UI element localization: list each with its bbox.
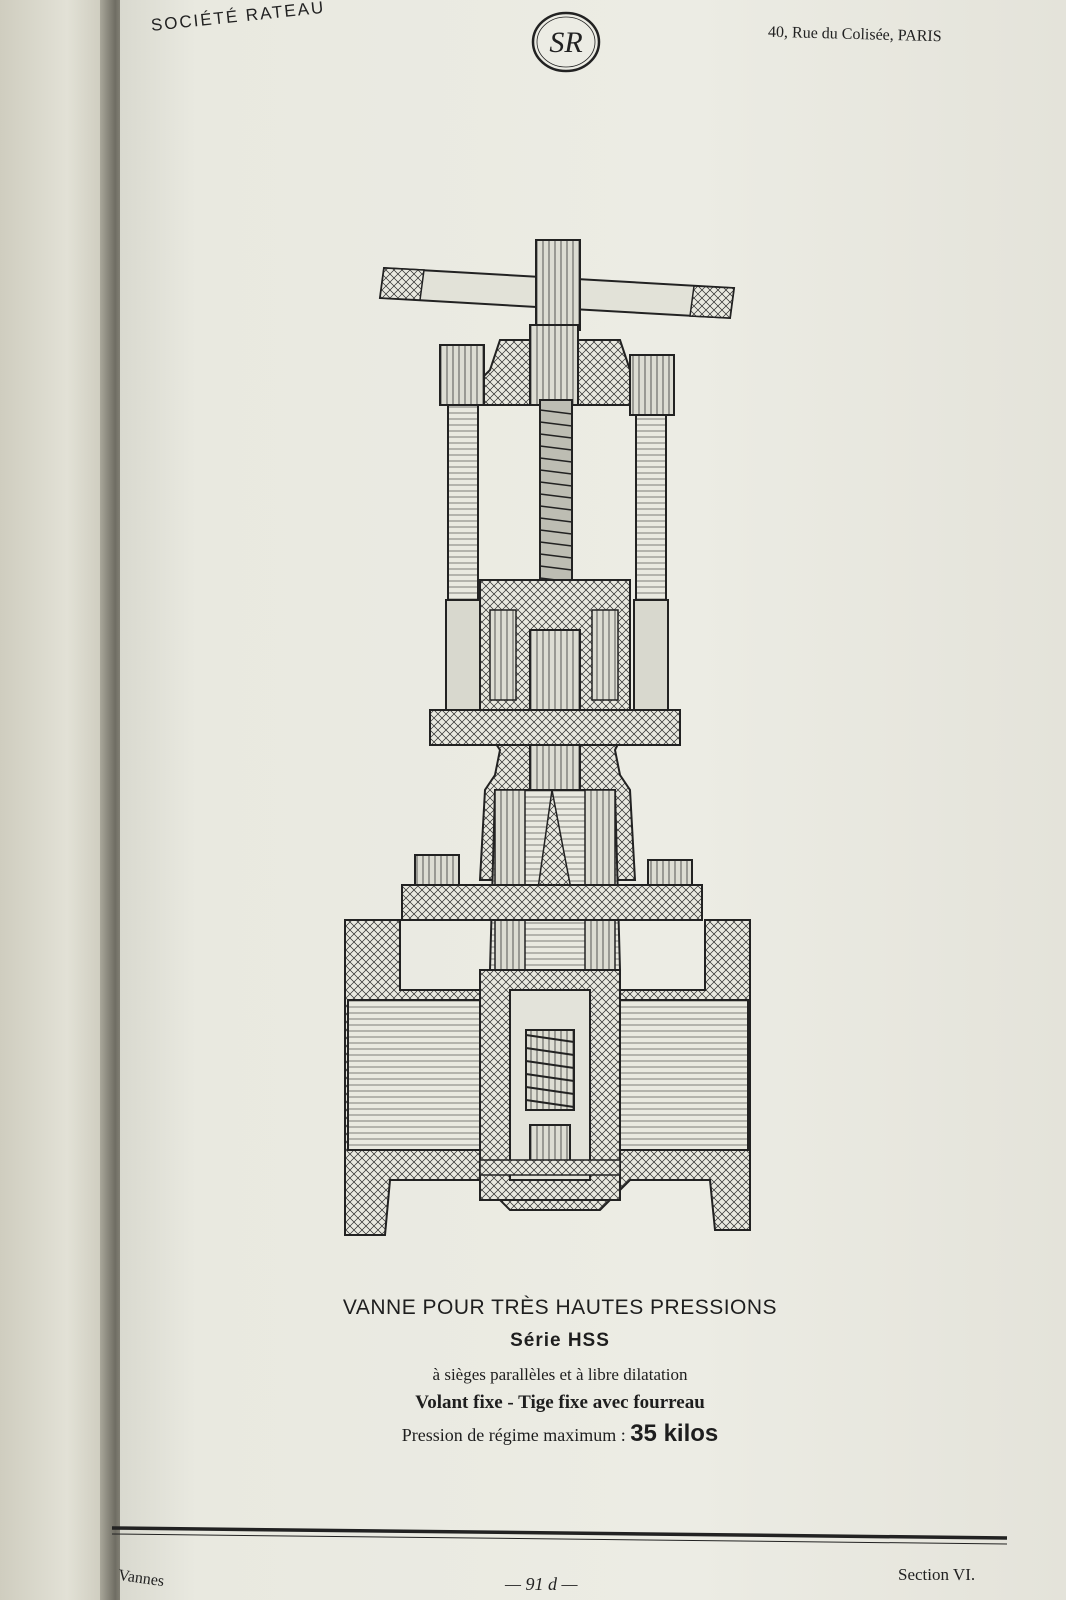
page-number: — 91 d — [505, 1574, 578, 1594]
pressure-line: Pression de régime maximum : 35 kilos [250, 1420, 870, 1448]
valve-cross-section-drawing [344, 239, 751, 1236]
product-features: Volant fixe - Tige fixe avec fourreau [415, 1392, 705, 1413]
monogram-text: SR [549, 26, 582, 59]
pressure-value: 35 kilos [630, 1420, 719, 1447]
product-subtitle: à sièges parallèles et à libre dilatatio… [432, 1365, 688, 1384]
left-facing-page [0, 0, 112, 1600]
footer-rule [111, 1526, 1008, 1545]
section-label: Section VI. [898, 1565, 976, 1584]
company-monogram-logo: SR [531, 11, 601, 73]
pressure-label: Pression de régime maximum : [401, 1425, 626, 1445]
handwheel-bar [378, 239, 736, 331]
product-series: Série HSS [510, 1330, 610, 1351]
product-title: VANNE POUR TRÈS HAUTES PRESSIONS [342, 1296, 778, 1319]
